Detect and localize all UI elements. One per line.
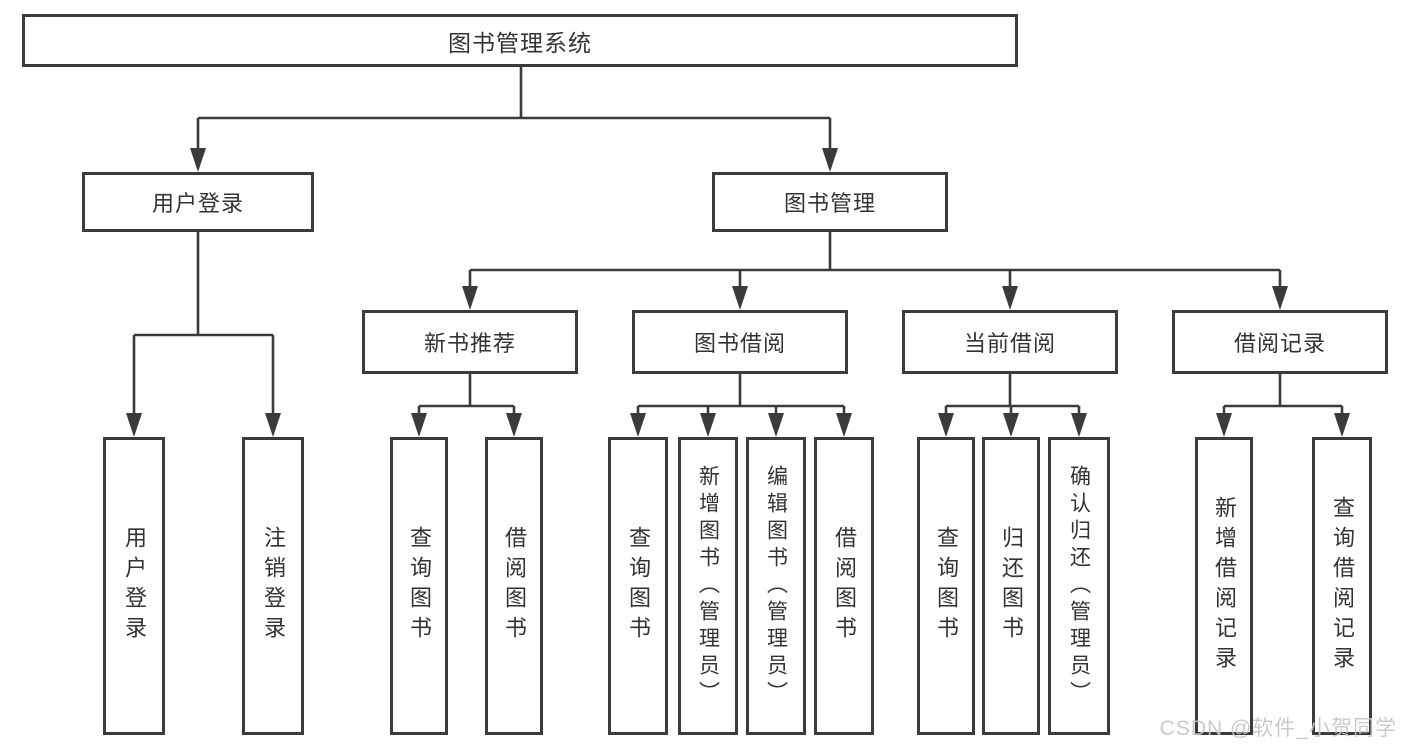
node-user-login: 用户登录 [82,172,314,232]
node-label: 借阅图书 [502,526,527,646]
node-label: 借阅图书 [832,526,857,646]
node-book-management: 图书管理 [712,172,948,232]
node-label: 查询借阅记录 [1330,496,1355,676]
node-label: 新增图书（管理员） [696,464,720,708]
leaf-query-borrow-record: 查询借阅记录 [1312,437,1372,735]
node-label: 查询图书 [407,526,432,646]
leaf-add-borrow-record: 新增借阅记录 [1195,437,1253,735]
node-label: 归还图书 [999,526,1024,646]
node-label: 编辑图书（管理员） [764,464,788,708]
csdn-watermark: CSDN @软件_小贺同学 [1159,717,1397,740]
leaf-add-books-admin: 新增图书（管理员） [678,437,738,735]
node-label: 查询图书 [626,526,651,646]
node-label: 图书管理 [783,191,876,216]
node-label: 新增借阅记录 [1212,496,1237,676]
leaf-borrow-books: 借阅图书 [814,437,874,735]
leaf-query-books-recommend: 查询图书 [390,437,448,735]
node-label: 查询图书 [934,526,959,646]
node-label: 图书管理系统 [448,29,592,56]
leaf-user-login: 用户登录 [103,437,165,735]
node-label: 用户登录 [122,526,147,646]
node-label: 当前借阅 [963,331,1056,356]
node-current-borrowing: 当前借阅 [902,310,1118,374]
leaf-query-books-borrow: 查询图书 [608,437,668,735]
node-new-book-recommendation: 新书推荐 [362,310,578,374]
node-label: 注销登录 [261,526,286,646]
leaf-query-books-current: 查询图书 [917,437,975,735]
node-borrowing-records: 借阅记录 [1172,310,1388,374]
leaf-borrow-books-recommend: 借阅图书 [485,437,543,735]
node-library-management-system: 图书管理系统 [22,14,1018,67]
leaf-return-books: 归还图书 [982,437,1040,735]
node-label: 图书借阅 [693,331,786,356]
leaf-confirm-return-admin: 确认归还（管理员） [1048,437,1110,735]
node-book-borrowing: 图书借阅 [632,310,848,374]
leaf-edit-books-admin: 编辑图书（管理员） [746,437,806,735]
node-label: 借阅记录 [1233,331,1326,356]
leaf-logout: 注销登录 [242,437,304,735]
node-label: 新书推荐 [423,331,516,356]
node-label: 用户登录 [151,191,244,216]
node-label: 确认归还（管理员） [1067,464,1091,708]
